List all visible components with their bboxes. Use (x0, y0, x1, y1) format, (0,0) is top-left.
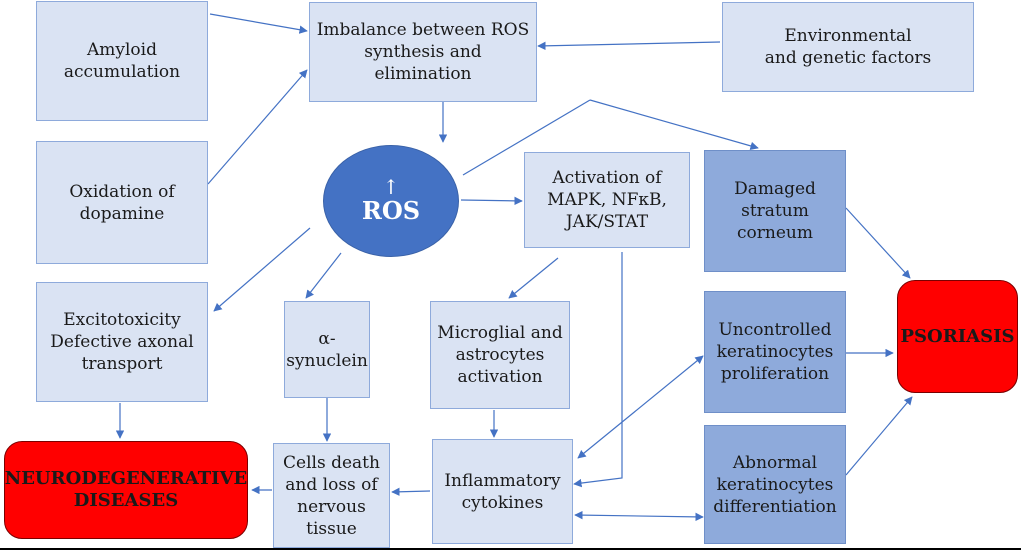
node-uncontrolled-proliferation: Uncontrolled keratinocytes proliferation (704, 291, 846, 413)
arrow-ros-to-damaged-b (589, 99, 759, 150)
node-activation-pathways: Activation of MAPK, NFκB, JAK/STAT (524, 152, 690, 248)
node-environmental-genetic: Environmental and genetic factors (722, 2, 974, 92)
arrow-abnormal-to-psoriasis (845, 396, 913, 476)
arrow-inflammatory-uncontrolled (577, 355, 704, 459)
node-environmental-label: Environmental and genetic factors (764, 26, 932, 68)
arrow-amyloid-to-imbalance (209, 13, 308, 34)
arrow-ros-to-damaged (462, 99, 591, 176)
node-ros-label: ROS (361, 196, 421, 225)
node-amyloid-label: Amyloid accumulation (63, 40, 181, 82)
arrow-ros-to-activation (460, 196, 523, 206)
node-uncontrolled-label: Uncontrolled keratinocytes proliferation (716, 320, 834, 384)
node-neurodegenerative-diseases: NEURODEGENERATIVE DISEASES (4, 441, 248, 539)
node-excitotoxicity-label: Excitotoxicity Defective axonal transpor… (50, 310, 194, 374)
node-oxidation-dopamine: Oxidation of dopamine (36, 141, 208, 264)
arrow-ros-to-synuclein (305, 252, 342, 299)
node-inflammatory-label: Inflammatory cytokines (444, 470, 561, 513)
node-ros-circle: ↑ ROS (323, 145, 459, 257)
arrow-damaged-to-psoriasis (845, 207, 911, 279)
node-cells-death-label: Cells death and loss of nervous tissue (283, 452, 380, 539)
node-neurodegenerative-label: NEURODEGENERATIVE DISEASES (4, 468, 248, 511)
node-psoriasis: PSORIASIS (897, 280, 1018, 393)
node-imbalance-ros: Imbalance between ROS synthesis and elim… (309, 2, 537, 102)
node-damaged-stratum-corneum: Damaged stratum corneum (704, 150, 846, 272)
node-inflammatory-cytokines: Inflammatory cytokines (432, 439, 573, 544)
arrow-oxidation-to-imbalance (207, 69, 308, 185)
arrow-inflammatory-abnormal (574, 510, 704, 522)
arrow-ros-to-excitotoxicity (213, 227, 311, 312)
up-arrow-icon: ↑ (382, 175, 400, 199)
arrow-activation-to-microglial (508, 257, 559, 299)
node-oxidation-label: Oxidation of dopamine (69, 181, 175, 224)
node-cells-death: Cells death and loss of nervous tissue (273, 443, 390, 548)
arrow-inflammatory-to-cells-death (391, 487, 431, 496)
node-microglial-label: Microglial and astrocytes activation (437, 323, 563, 387)
node-imbalance-label: Imbalance between ROS synthesis and elim… (316, 20, 530, 84)
node-activation-label: Activation of MAPK, NFκB, JAK/STAT (547, 168, 667, 232)
node-microglial-activation: Microglial and astrocytes activation (430, 301, 570, 409)
node-abnormal-differentiation: Abnormal keratinocytes differentiation (704, 425, 846, 544)
arrow-environmental-to-imbalance (537, 41, 721, 51)
node-excitotoxicity: Excitotoxicity Defective axonal transpor… (36, 282, 208, 402)
node-alpha-synuclein: α- synuclein (284, 301, 370, 398)
node-amyloid-accumulation: Amyloid accumulation (36, 1, 208, 121)
node-psoriasis-label: PSORIASIS (900, 325, 1015, 347)
node-damaged-label: Damaged stratum corneum (734, 179, 816, 243)
node-synuclein-label: α- synuclein (286, 328, 368, 371)
bottom-rule-divider (0, 548, 1021, 550)
arrow-activation-to-inflammatory (573, 252, 623, 488)
node-abnormal-label: Abnormal keratinocytes differentiation (713, 452, 837, 517)
